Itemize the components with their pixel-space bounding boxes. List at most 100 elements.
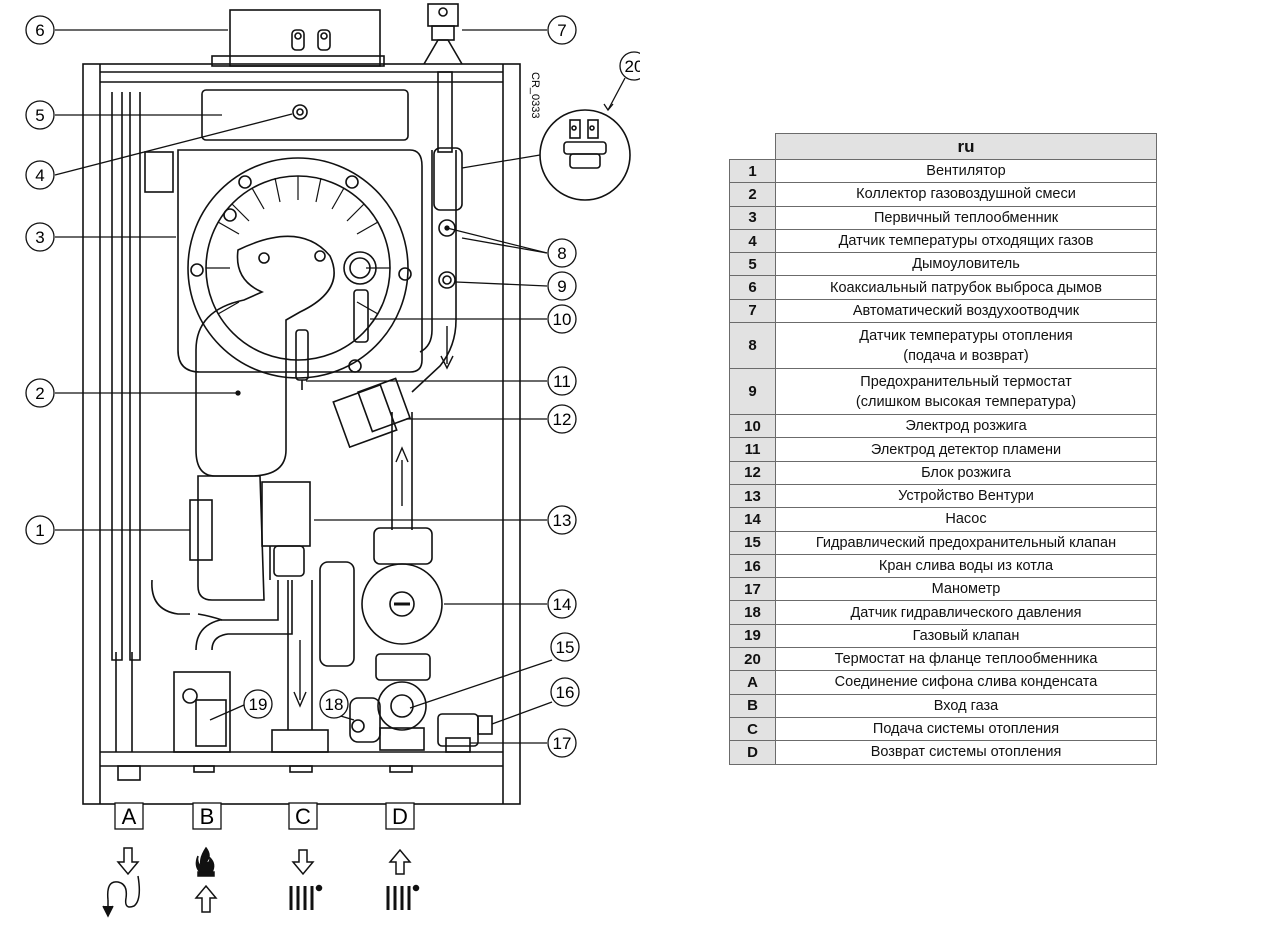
callout-8: 8 bbox=[547, 238, 577, 268]
callout-6: 6 bbox=[25, 15, 55, 45]
connection-labels: A B C D bbox=[114, 802, 415, 830]
svg-text:7: 7 bbox=[557, 21, 566, 40]
heating-supply-icon bbox=[289, 849, 323, 910]
legend-description: Электрод детектор пламени bbox=[775, 437, 1157, 462]
callout-18: 18 bbox=[319, 689, 349, 719]
callouts: 6 5 4 3 2 1 7 20 8 9 10 11 12 13 14 15 1… bbox=[25, 15, 640, 758]
legend-description: Блок розжига bbox=[775, 460, 1157, 485]
flue-outlet bbox=[211, 9, 385, 67]
legend-key: D bbox=[729, 740, 776, 765]
legend-key: 3 bbox=[729, 205, 776, 230]
svg-text:C: C bbox=[295, 804, 311, 829]
heat-exchanger bbox=[177, 149, 423, 379]
air-vent bbox=[423, 3, 463, 153]
svg-text:2: 2 bbox=[35, 384, 44, 403]
svg-text:17: 17 bbox=[553, 734, 572, 753]
legend-description: Первичный теплообменник bbox=[775, 205, 1157, 230]
gas-flame-icon bbox=[194, 846, 218, 913]
svg-text:15: 15 bbox=[556, 638, 575, 657]
heating-return-icon bbox=[386, 848, 420, 910]
electrodes bbox=[295, 289, 369, 390]
legend-key: 4 bbox=[729, 228, 776, 254]
connection-b: B bbox=[192, 802, 222, 830]
legend-description: Коллектор газовоздушной смеси bbox=[775, 182, 1157, 207]
flange-thermostat-inset bbox=[461, 109, 631, 201]
legend-key: 6 bbox=[729, 275, 776, 300]
svg-text:5: 5 bbox=[35, 106, 44, 125]
callout-20: 20 bbox=[619, 51, 640, 81]
svg-text:20: 20 bbox=[625, 57, 640, 76]
legend-description: Устройство Вентури bbox=[775, 483, 1157, 509]
callout-14: 14 bbox=[547, 589, 577, 619]
svg-text:19: 19 bbox=[249, 695, 268, 714]
callout-17: 17 bbox=[547, 728, 577, 758]
svg-text:3: 3 bbox=[35, 228, 44, 247]
svg-text:13: 13 bbox=[553, 511, 572, 530]
callout-1: 1 bbox=[25, 515, 55, 545]
svg-text:1: 1 bbox=[35, 521, 44, 540]
legend-description: Автоматический воздухоотводчик bbox=[775, 298, 1157, 324]
svg-text:9: 9 bbox=[557, 277, 566, 296]
svg-text:11: 11 bbox=[553, 372, 571, 391]
legend-key: C bbox=[729, 716, 776, 742]
legend-key: 10 bbox=[729, 414, 776, 439]
legend-description: Возврат системы отопления bbox=[775, 740, 1157, 765]
svg-text:4: 4 bbox=[35, 166, 44, 185]
legend-key: 15 bbox=[729, 530, 776, 555]
legend-key: 9 bbox=[729, 368, 776, 416]
legend-key: 16 bbox=[729, 553, 776, 579]
svg-text:A: A bbox=[122, 804, 137, 829]
legend-description: Насос bbox=[775, 507, 1157, 532]
flow-arrows bbox=[293, 326, 454, 708]
legend-description: Датчик гидравлического давления bbox=[775, 600, 1157, 625]
legend-description: Электрод розжига bbox=[775, 414, 1157, 439]
callout-5: 5 bbox=[25, 100, 55, 130]
callout-4: 4 bbox=[25, 160, 55, 190]
legend-header-blank bbox=[729, 133, 776, 160]
legend-description: Дымоуловитель bbox=[775, 252, 1157, 277]
legend-description: Гидравлический предохранительный клапан bbox=[775, 530, 1157, 555]
legend-key: 5 bbox=[729, 252, 776, 277]
svg-text:8: 8 bbox=[557, 244, 566, 263]
legend-key: A bbox=[729, 670, 776, 695]
legend-key: 18 bbox=[729, 600, 776, 625]
pump bbox=[319, 527, 443, 681]
legend-description: Газовый клапан bbox=[775, 623, 1157, 649]
boiler-diagram: 6 5 4 3 2 1 7 20 8 9 10 11 12 13 14 15 1… bbox=[25, 3, 640, 918]
svg-text:D: D bbox=[392, 804, 408, 829]
legend-key: 19 bbox=[729, 623, 776, 649]
callout-7: 7 bbox=[547, 15, 577, 45]
fume-hood bbox=[144, 89, 409, 193]
legend-key: 17 bbox=[729, 577, 776, 602]
svg-text:16: 16 bbox=[556, 683, 575, 702]
legend-key: 13 bbox=[729, 483, 776, 509]
legend-key: 8 bbox=[729, 322, 776, 370]
legend-description: Термостат на фланце теплообменника bbox=[775, 647, 1157, 672]
callout-10: 10 bbox=[547, 304, 577, 334]
svg-text:18: 18 bbox=[325, 695, 344, 714]
piping bbox=[111, 92, 463, 752]
gas-valve bbox=[173, 671, 381, 753]
legend-key: 12 bbox=[729, 460, 776, 485]
callout-9: 9 bbox=[547, 271, 577, 301]
leader-lines bbox=[54, 29, 626, 744]
legend-key: 20 bbox=[729, 647, 776, 672]
svg-text:10: 10 bbox=[553, 310, 572, 329]
ignition-unit bbox=[332, 377, 412, 449]
legend-language-header: ru bbox=[775, 133, 1157, 160]
callout-15: 15 bbox=[550, 632, 580, 662]
